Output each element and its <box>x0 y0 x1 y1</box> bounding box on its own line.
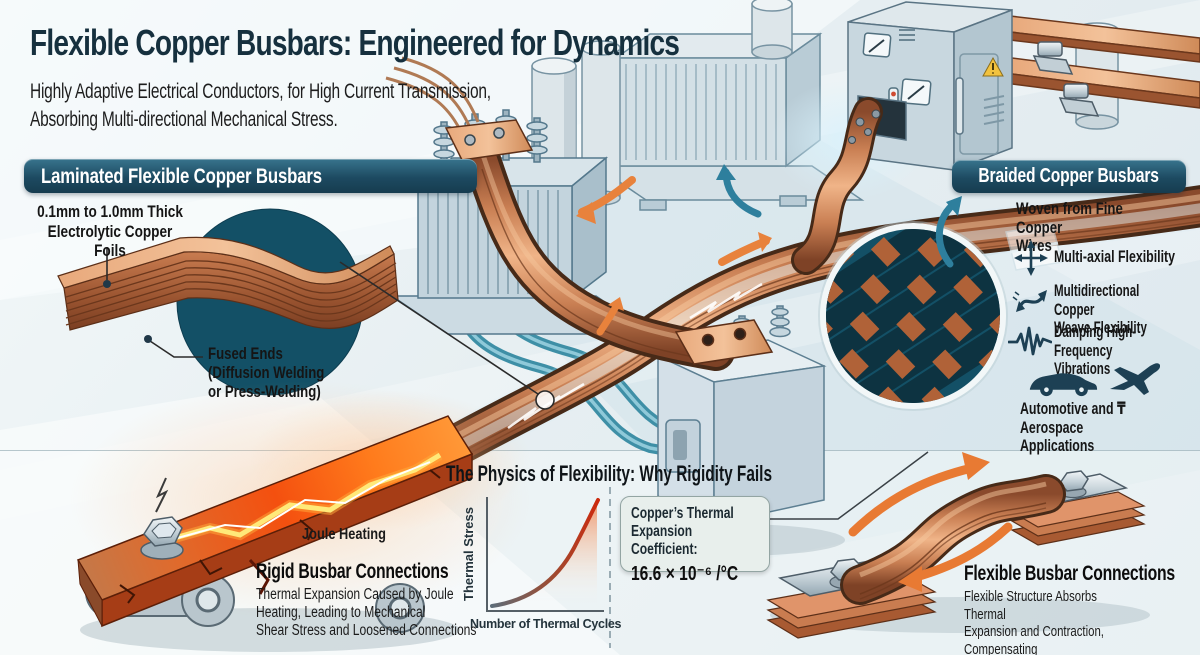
foils-callout: 0.1mm to 1.0mm Thick Electrolytic Copper… <box>37 202 183 261</box>
spark-glyph <box>155 477 169 513</box>
braided-banner: Braided Copper Busbars <box>952 160 1186 193</box>
vent-slots <box>983 95 1005 125</box>
orange-arrows <box>576 176 772 336</box>
feature-multi-axial: Multi-axial Flexibility <box>1054 248 1176 266</box>
braided-busbar-detail <box>818 221 1008 411</box>
crack-marks <box>119 469 441 604</box>
laminated-busbar-detail <box>57 208 399 396</box>
laminated-banner-label: Laminated Flexible Copper Busbars <box>41 163 322 188</box>
coefficient-value: 16.6 × 10⁻⁶ /°C <box>631 563 739 586</box>
header: Flexible Copper Busbars: Engineered for … <box>30 22 862 134</box>
coefficient-label: Copper’s Thermal Expansion Coefficient: <box>631 505 734 558</box>
physics-title: The Physics of Flexibility: Why Rigidity… <box>446 461 773 486</box>
multi-axial-arrows-icon <box>1014 240 1048 276</box>
plane-icon <box>1104 356 1160 398</box>
car-icon <box>1026 364 1100 398</box>
flexible-connections-body: Flexible Structure Absorbs Thermal Expan… <box>964 588 1104 655</box>
feature-applications: Automotive and ₸ Aerospace Applications <box>1020 400 1126 456</box>
rigid-connections-heading: Rigid Busbar Connections <box>256 560 449 583</box>
coefficient-box: Copper’s Thermal Expansion Coefficient: … <box>620 496 770 585</box>
expansion-arrows <box>848 452 1013 592</box>
hex-bolt <box>140 516 184 560</box>
door-handle <box>955 77 964 135</box>
page-title: Flexible Copper Busbars: Engineered for … <box>30 22 680 63</box>
flexible-connections-heading: Flexible Busbar Connections <box>964 562 1175 585</box>
right-clamp <box>1010 470 1146 546</box>
busbar-end-brackets <box>444 119 774 365</box>
flexible-busbar-demo <box>766 452 1150 639</box>
crossing-busbar <box>444 119 774 365</box>
laminated-banner: Laminated Flexible Copper Busbars <box>24 159 477 193</box>
vibration-wave-icon <box>1008 325 1052 357</box>
joule-heating-label: Joule Heating <box>302 526 386 543</box>
teal-arrows <box>716 164 962 268</box>
callout-lines <box>103 247 929 520</box>
stress-chart <box>486 497 604 612</box>
fused-ends-callout: Fused Ends (Diffusion Welding or Press-W… <box>208 345 325 402</box>
feature-weave: Multidirectional Copper Weave Flexibilit… <box>1054 282 1147 338</box>
weave-flex-arrow-icon <box>1012 283 1050 317</box>
chart-xlabel: Number of Thermal Cycles <box>470 617 622 631</box>
feature-woven: Woven from Fine Copper Wires <box>1016 200 1123 256</box>
warning-triangle-icon <box>982 56 1004 77</box>
lightning-effect <box>148 450 443 550</box>
busbar-standoff-clamps <box>1032 41 1100 117</box>
cabinet-branch-strap <box>791 97 883 275</box>
strap-bolts <box>848 109 881 144</box>
rigid-connections-body: Thermal Expansion Caused by Joule Heatin… <box>256 586 477 639</box>
page-subtitle: Highly Adaptive Electrical Conductors, f… <box>30 79 491 131</box>
braided-banner-label: Braided Copper Busbars <box>978 165 1160 187</box>
glowing-rigid-busbar <box>70 380 530 652</box>
feature-damping: Damping High- Frequency Vibrations <box>1054 323 1137 379</box>
